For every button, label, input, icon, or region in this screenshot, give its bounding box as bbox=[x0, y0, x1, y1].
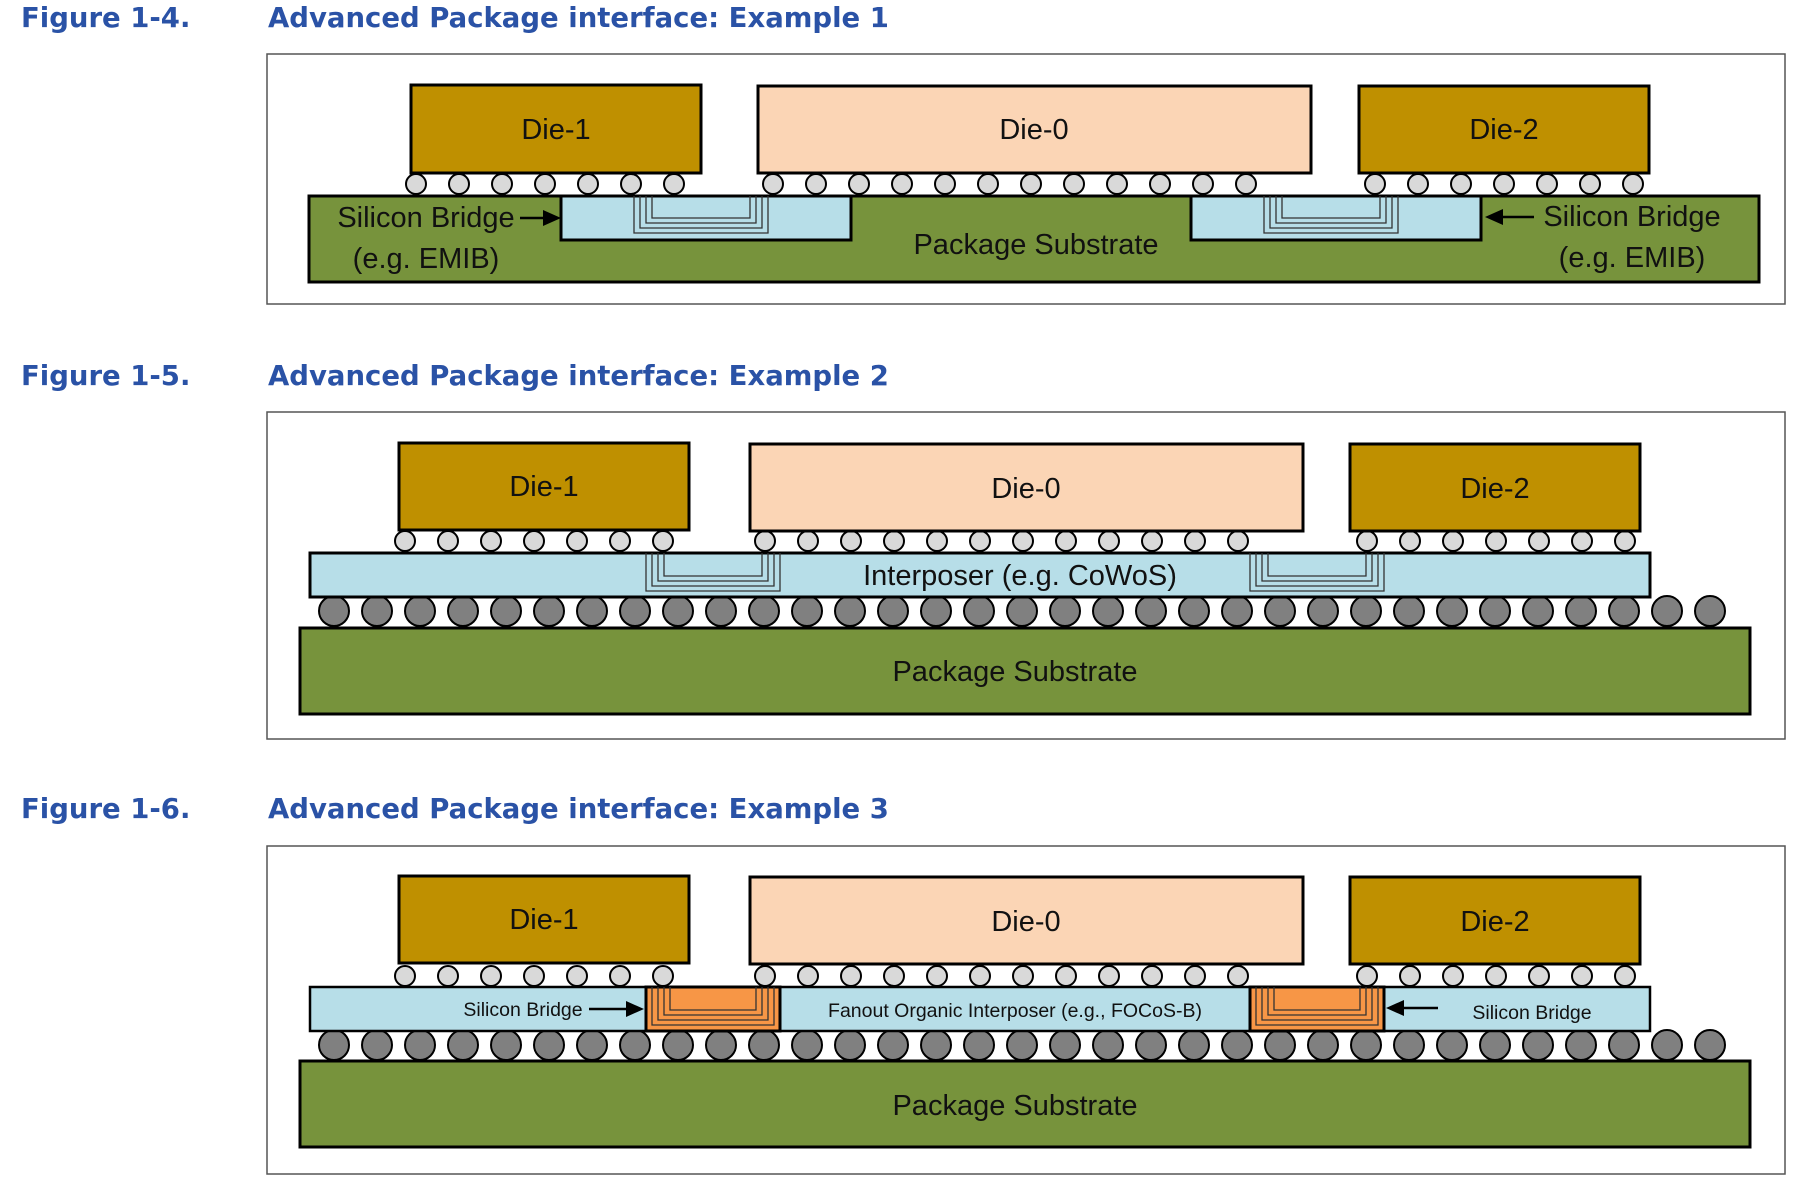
die-0-label: Die-0 bbox=[999, 114, 1068, 146]
silicon-bridge-right-label: Silicon Bridge bbox=[1472, 1002, 1591, 1024]
die-2-label: Die-2 bbox=[1460, 906, 1529, 938]
microbumps-die-2 bbox=[1356, 965, 1636, 987]
organic-bridge-left bbox=[644, 985, 782, 1033]
figure-title: Advanced Package interface: Example 3 bbox=[268, 793, 889, 825]
die-1-label: Die-1 bbox=[509, 904, 578, 936]
microbumps-die-0 bbox=[762, 173, 1257, 195]
die-1 bbox=[409, 83, 703, 175]
figure-heading: Figure 1-5. Advanced Package interface: … bbox=[0, 360, 1800, 396]
bridge-traces-left bbox=[633, 196, 769, 234]
die-0 bbox=[756, 84, 1313, 175]
microbumps-die-2 bbox=[1364, 173, 1644, 195]
die-2 bbox=[1348, 442, 1642, 533]
interposer-label: Interposer (e.g. CoWoS) bbox=[863, 560, 1177, 592]
c4-bumps bbox=[318, 1029, 1726, 1061]
silicon-bridge-right-sublabel: (e.g. EMIB) bbox=[1559, 242, 1706, 274]
silicon-bridge-left-label: Silicon Bridge bbox=[463, 999, 582, 1021]
die-2-label: Die-2 bbox=[1460, 473, 1529, 505]
package-diagram-example-2: Interposer (e.g. CoWoS) Die-1 Die-0 Die-… bbox=[266, 411, 1786, 740]
silicon-bridge-left-label: Silicon Bridge bbox=[337, 202, 514, 234]
die-0-label: Die-0 bbox=[991, 906, 1060, 938]
arrow-right-head bbox=[1485, 209, 1503, 225]
die-2 bbox=[1357, 84, 1651, 175]
microbumps-die-0 bbox=[754, 965, 1249, 987]
die-1-label: Die-1 bbox=[521, 114, 590, 146]
die-1 bbox=[397, 874, 691, 965]
die-2 bbox=[1348, 875, 1642, 966]
figure-number: Figure 1-6. bbox=[21, 793, 191, 825]
die-0 bbox=[748, 442, 1305, 533]
interposer-label: Fanout Organic Interposer (e.g., FOCoS-B… bbox=[828, 1000, 1202, 1022]
figure-number: Figure 1-4. bbox=[21, 2, 191, 34]
figure-heading: Figure 1-6. Advanced Package interface: … bbox=[0, 793, 1800, 829]
arrow-left-head bbox=[626, 1001, 644, 1017]
silicon-bridge-right-label: Silicon Bridge bbox=[1543, 201, 1720, 233]
substrate-label: Package Substrate bbox=[913, 229, 1158, 261]
die-1 bbox=[397, 441, 691, 532]
interposer bbox=[308, 551, 1652, 599]
silicon-bridge-left-sublabel: (e.g. EMIB) bbox=[353, 243, 500, 275]
substrate-label: Package Substrate bbox=[892, 656, 1137, 688]
package-diagram-example-1: Die-1 Die-0 Die-2 Package Substrate Sili… bbox=[266, 53, 1786, 305]
die-1-label: Die-1 bbox=[509, 471, 578, 503]
package-substrate bbox=[298, 1059, 1752, 1149]
figure-title: Advanced Package interface: Example 1 bbox=[268, 2, 889, 34]
microbumps-die-2 bbox=[1356, 530, 1636, 552]
bridge-traces-right bbox=[1263, 196, 1399, 234]
package-substrate bbox=[307, 194, 1761, 284]
organic-bridge-right bbox=[1248, 985, 1386, 1033]
organic-bridge-traces-right bbox=[1255, 987, 1379, 1026]
die-0-label: Die-0 bbox=[991, 473, 1060, 505]
substrate-label: Package Substrate bbox=[892, 1090, 1137, 1122]
package-substrate bbox=[298, 626, 1752, 716]
microbumps-die-1 bbox=[394, 965, 674, 987]
package-diagram-example-3: Silicon Bridge Fanout Organic Interposer… bbox=[266, 845, 1786, 1175]
arrow-left-head bbox=[543, 210, 561, 226]
organic-bridge-traces-left bbox=[651, 987, 775, 1026]
die-0 bbox=[748, 875, 1305, 966]
microbumps-die-1 bbox=[405, 173, 685, 195]
c4-bumps bbox=[318, 595, 1726, 627]
figure-heading: Figure 1-4. Advanced Package interface: … bbox=[0, 2, 1800, 38]
figure-number: Figure 1-5. bbox=[21, 360, 191, 392]
arrow-right-head bbox=[1386, 1000, 1404, 1016]
die-2-label: Die-2 bbox=[1469, 114, 1538, 146]
figure-title: Advanced Package interface: Example 2 bbox=[268, 360, 889, 392]
interposer-traces-left bbox=[645, 553, 781, 592]
interposer-traces-right bbox=[1249, 553, 1385, 592]
